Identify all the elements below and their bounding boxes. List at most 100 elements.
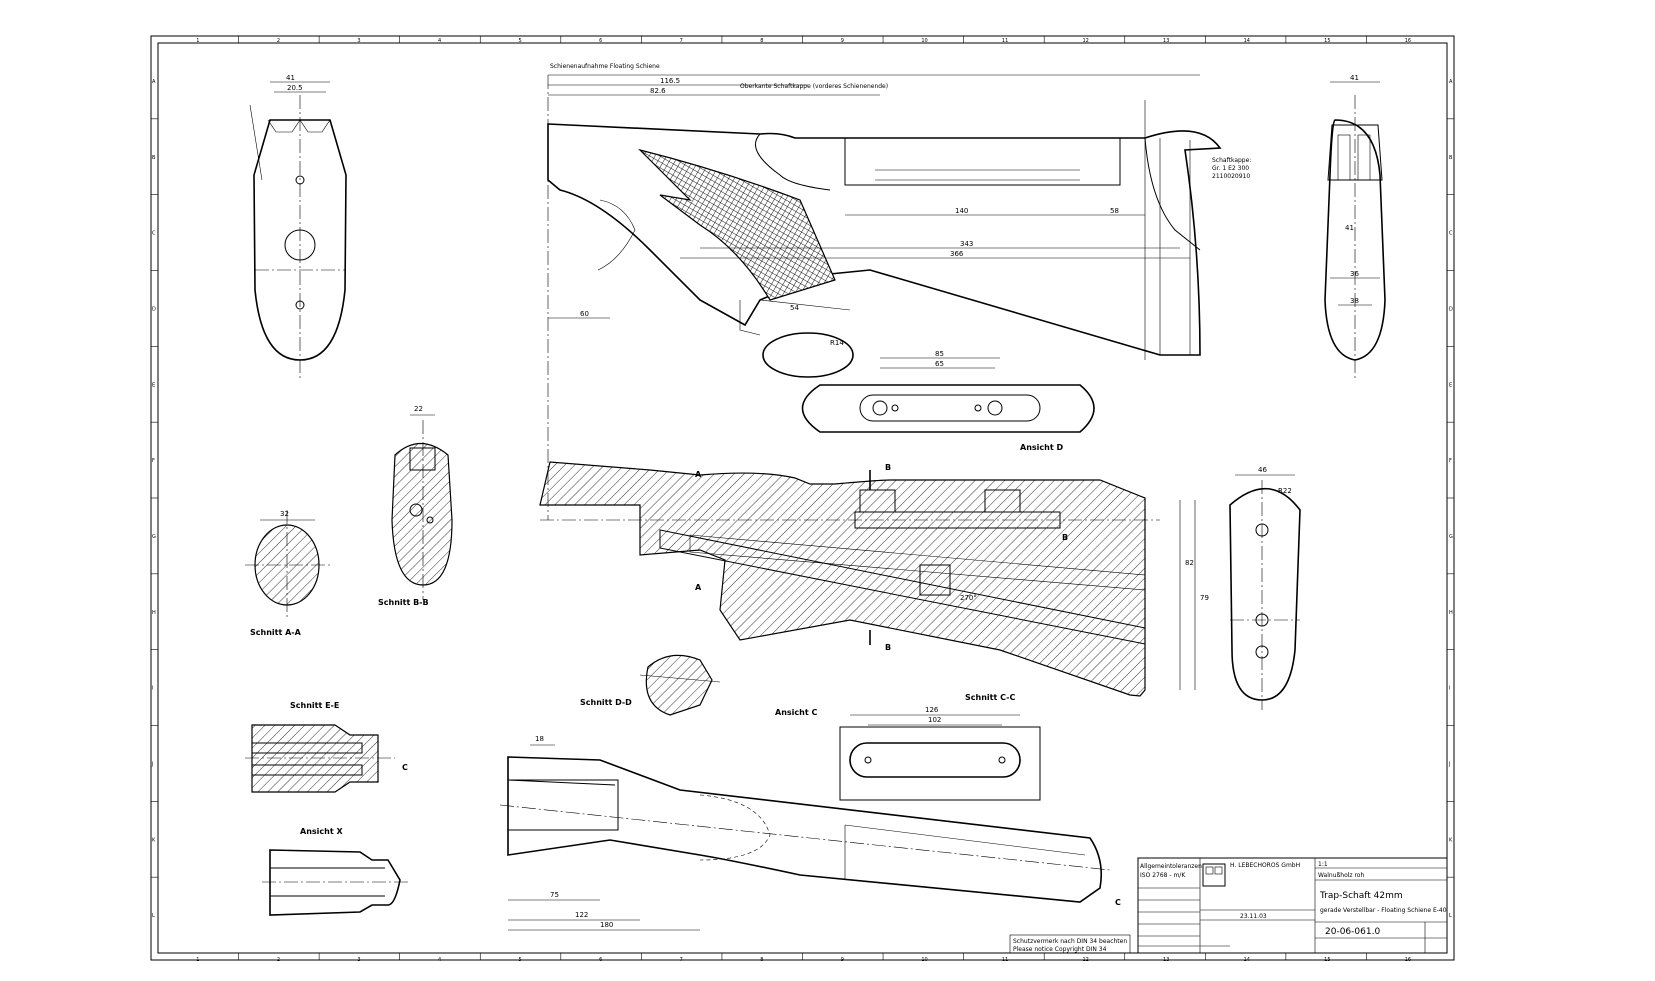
frame-column-number: 12 [1082, 38, 1088, 44]
note-rail-top: Schienenaufnahme Floating Schiene [550, 63, 660, 70]
section-d-d: Schnitt D-D [580, 654, 721, 716]
dim-label: 82 [1185, 559, 1194, 567]
frame-row-letter: J [151, 761, 153, 767]
frame-column-number: 2 [277, 957, 280, 963]
frame-column-number: 3 [357, 957, 360, 963]
frame-column-number: 8 [760, 957, 763, 963]
note-schaftkappe-model: Gr. 1 E2 300 [1212, 165, 1249, 172]
frame-column-number: 14 [1244, 38, 1250, 44]
frame-column-number: 16 [1405, 957, 1411, 963]
dim-label: 41 [286, 74, 295, 82]
drawing-date: 23.11.03 [1240, 913, 1267, 920]
frame-column-number: 4 [438, 38, 441, 44]
dim-label: 32 [280, 510, 289, 518]
label-schnitt-c-c: Schnitt C-C [965, 693, 1015, 702]
drawing-title: Trap-Schaft 42mm [1319, 891, 1403, 901]
label-schnitt-d-d: Schnitt D-D [580, 698, 632, 707]
frame-column-number: 1 [196, 957, 199, 963]
label-schnitt-e-e: Schnitt E-E [290, 701, 339, 710]
front-view-top-left: 41 20.5 [249, 74, 347, 380]
dim-label: R14 [830, 339, 844, 347]
frame-row-letter: A [152, 79, 156, 85]
dim-label: 60 [580, 310, 589, 318]
frame-column-number: 9 [841, 957, 844, 963]
frame-row-letter: J [1448, 761, 1450, 767]
frame-row-letter: G [152, 534, 156, 540]
view-d-rail-plate: 85 65 Ansicht D [801, 350, 1095, 452]
dim-label: 82.6 [650, 87, 666, 95]
frame-column-number: 3 [357, 38, 360, 44]
copyright-note: Schutzvermerk nach DIN 34 beachten Pleas… [1009, 934, 1131, 954]
frame-column-number: 13 [1163, 38, 1169, 44]
dim-label: 46 [1258, 466, 1267, 474]
frame-row-letter: C [1449, 231, 1453, 237]
frame-column-number: 9 [841, 38, 844, 44]
frame-row-letter: G [1449, 534, 1453, 540]
frame-row-letter: H [1449, 610, 1453, 616]
section-a-a: 32 Schnitt A-A [245, 510, 330, 637]
label-ansicht-x: Ansicht X [300, 827, 343, 836]
section-marker-c: C [1115, 898, 1121, 907]
frame-row-letter: L [1449, 913, 1452, 919]
front-view-top-right: 41 36 38 41 [1324, 74, 1386, 380]
frame-row-letter: B [152, 155, 156, 161]
section-marker-a: A [695, 583, 702, 592]
frame-row-letter: K [152, 837, 156, 843]
frame-row-letter: F [1449, 458, 1452, 464]
forearm-side-view: 122 180 75 C C 18 [402, 735, 1121, 931]
section-e-e: Schnitt E-E [245, 701, 395, 793]
tolerances-label: Allgemeintoleranzen [1140, 863, 1202, 870]
drawing-subtitle: gerade Verstellbar - Floating Schiene E-… [1320, 907, 1447, 914]
dim-label: 38 [1350, 297, 1359, 305]
frame-row-letter: E [152, 382, 155, 388]
frame-row-letter: H [152, 610, 156, 616]
drawing-number: 20-06-061.0 [1325, 927, 1380, 937]
label-ansicht-d: Ansicht D [1020, 443, 1063, 452]
frame-row-letter: E [1449, 382, 1452, 388]
frame-row-letter: D [152, 306, 156, 312]
section-marker-b: B [885, 643, 891, 652]
frame-column-number: 15 [1324, 957, 1330, 963]
frame-row-letter: D [1449, 306, 1453, 312]
company-logo [1202, 863, 1226, 887]
dim-label: 343 [960, 240, 973, 248]
frame-column-number: 15 [1324, 38, 1330, 44]
dim-label: 41 [1345, 224, 1354, 232]
dim-label: 116.5 [660, 77, 680, 85]
drawing-scale: 1:1 [1318, 861, 1328, 868]
dim-label: 18 [535, 735, 544, 743]
dim-label: 270° [960, 594, 977, 602]
frame-row-letter: I [1449, 686, 1450, 692]
frame-column-number: 7 [680, 38, 683, 44]
frame-row-letter: A [1449, 79, 1453, 85]
section-marker-b: B [1062, 533, 1068, 542]
tolerances-standard: ISO 2768 - m/K [1140, 872, 1186, 879]
note-schaftkappe: Schaftkappe: [1212, 157, 1251, 164]
note-schaftkappe-code: 2110020910 [1212, 173, 1250, 180]
dim-label: 22 [414, 405, 423, 413]
frame-row-letter: B [1449, 155, 1453, 161]
frame-column-number: 11 [1002, 957, 1008, 963]
frame-column-number: 10 [921, 957, 927, 963]
label-schnitt-a-a: Schnitt A-A [250, 628, 302, 637]
dim-label: 79 [1200, 594, 1209, 602]
view-c: 126 102 Ansicht C [775, 706, 1041, 801]
frame-column-number: 4 [438, 957, 441, 963]
dim-label: 58 [1110, 207, 1119, 215]
dim-label: 75 [550, 891, 559, 899]
dim-label: 140 [955, 207, 968, 215]
frame-column-number: 2 [277, 38, 280, 44]
frame-column-number: 12 [1082, 957, 1088, 963]
dim-label: R22 [1278, 487, 1292, 495]
note-rail-adj: Oberkante Schaftkappe (vorderes Schienen… [740, 83, 888, 90]
frame-column-number: 11 [1002, 38, 1008, 44]
frame-row-letter: I [152, 686, 153, 692]
frame-column-number: 5 [519, 38, 522, 44]
copyright-text-2: Please notice Copyright DIN 34 [1013, 946, 1107, 953]
dim-label: 36 [1350, 270, 1359, 278]
frame-column-number: 13 [1163, 957, 1169, 963]
dim-label: 54 [790, 304, 799, 312]
section-marker-b: B [885, 463, 891, 472]
frame-column-number: 6 [599, 38, 602, 44]
